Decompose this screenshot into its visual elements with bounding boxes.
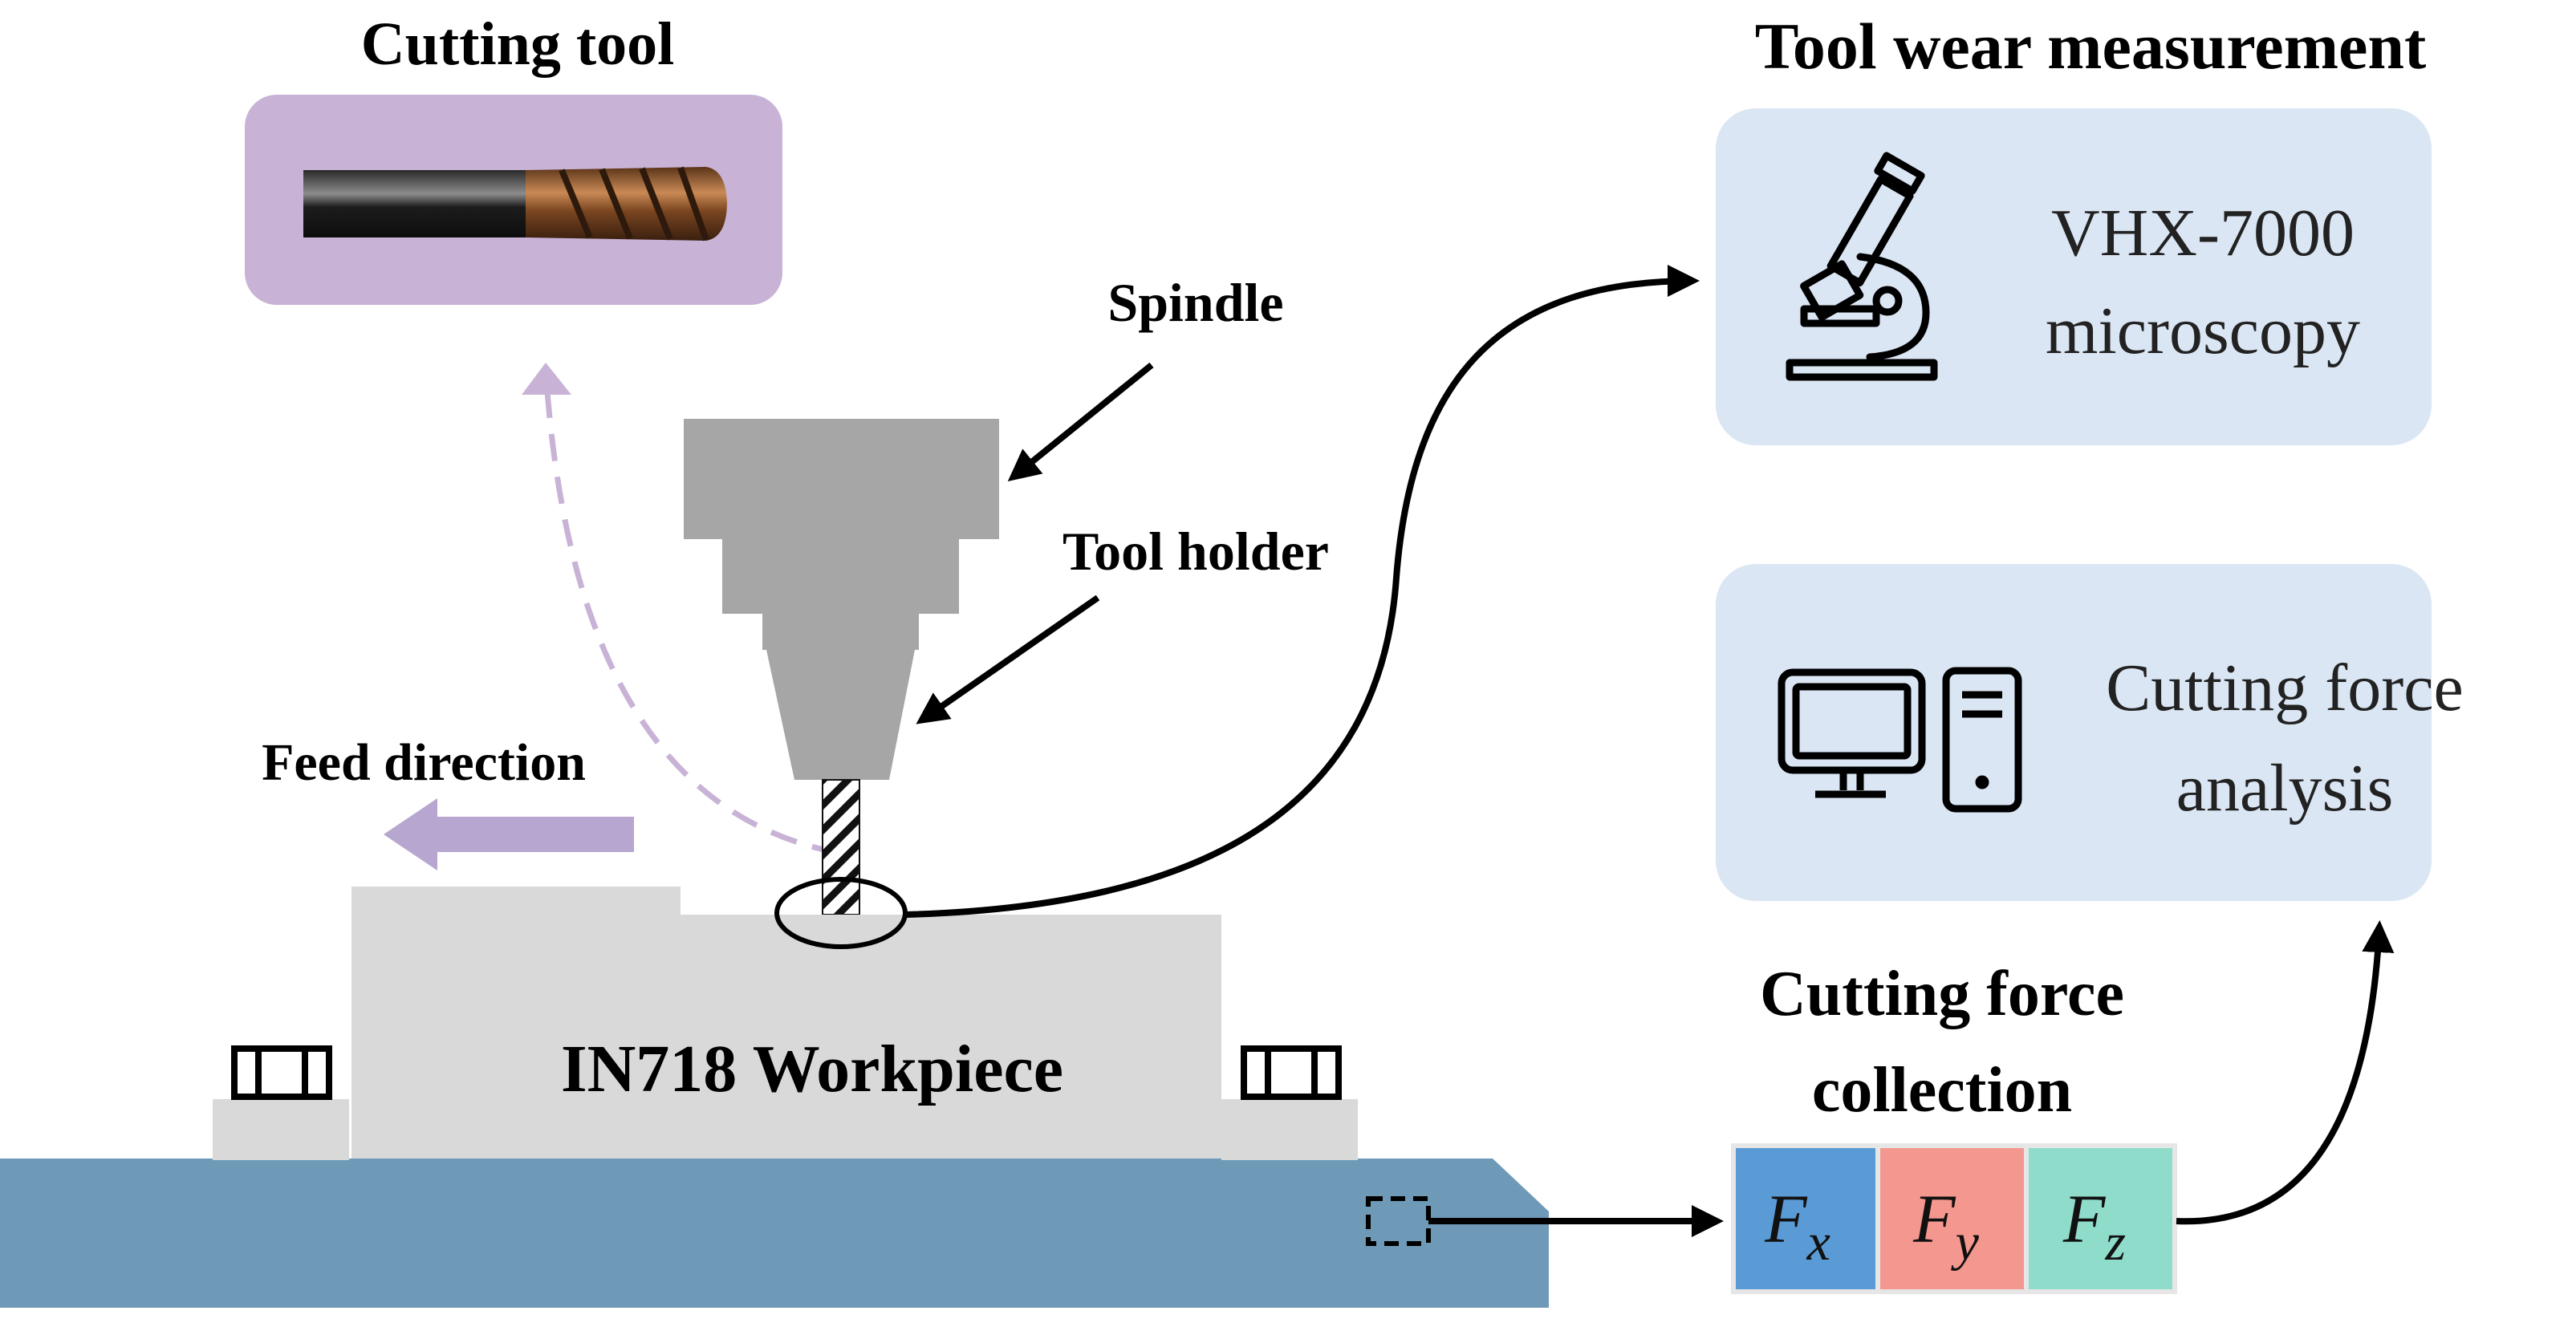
feed-direction-label: Feed direction (262, 733, 586, 792)
force-fy-symbol: F (1912, 1180, 1956, 1257)
computer-icon (1778, 667, 2022, 813)
force-components: Fx Fy Fz (1731, 1143, 2177, 1294)
end-mill-image (303, 166, 727, 241)
force-cell-fy (1875, 1143, 2029, 1294)
end-mill-cutter (822, 779, 860, 915)
microscope-icon (1786, 152, 1938, 381)
tool-holder-pointer-arrow (916, 595, 1100, 724)
feed-direction-arrow (384, 798, 634, 870)
tool-inspect-dashed-arrow (542, 368, 839, 856)
spindle-label: Spindle (1107, 272, 1283, 333)
force-fz-subscript: z (2104, 1213, 2126, 1272)
force-fy-label: Fy (1912, 1180, 1980, 1272)
clamp-base-left (213, 1099, 349, 1160)
collection-title-line2: collection (1812, 1055, 2072, 1126)
force-fx-subscript: x (1806, 1213, 1830, 1272)
clamp-left (231, 1045, 332, 1100)
microscope-name-line1: VHX-7000 (2051, 196, 2355, 270)
clamp-right (1241, 1045, 1342, 1100)
workpiece-block (351, 887, 1221, 1159)
force-fx-symbol: F (1764, 1180, 1808, 1257)
workpiece-label: IN718 Workpiece (561, 1032, 1063, 1106)
tool-wear-measurement-title: Tool wear measurement (1755, 10, 2427, 83)
machine-table (0, 1159, 1549, 1308)
collection-to-analysis-arrow (2176, 920, 2395, 1225)
analysis-line1: Cutting force (2106, 651, 2464, 725)
collection-title-line1: Cutting force (1760, 959, 2124, 1029)
analysis-panel (1716, 564, 2432, 901)
force-cell-fx (1731, 1143, 1880, 1294)
tool-holder-label: Tool holder (1062, 521, 1329, 582)
analysis-line2: analysis (2176, 751, 2394, 826)
force-fy-subscript: y (1951, 1213, 1980, 1272)
dashed-arrow-head (522, 363, 571, 395)
force-fz-label: Fz (2062, 1180, 2126, 1272)
spindle (684, 419, 999, 780)
force-fz-symbol: F (2062, 1180, 2107, 1257)
clamp-base-right (1221, 1099, 1358, 1160)
force-cell-fz (2024, 1143, 2177, 1294)
cutting-zone-to-microscope-arrow (904, 265, 1700, 918)
cutting-tool-title: Cutting tool (361, 10, 675, 78)
force-fx-label: Fx (1764, 1180, 1830, 1272)
spindle-pointer-arrow (1007, 362, 1154, 482)
dynamometer-sensor (1366, 1196, 1431, 1246)
microscope-name-line2: microscopy (2046, 294, 2360, 368)
